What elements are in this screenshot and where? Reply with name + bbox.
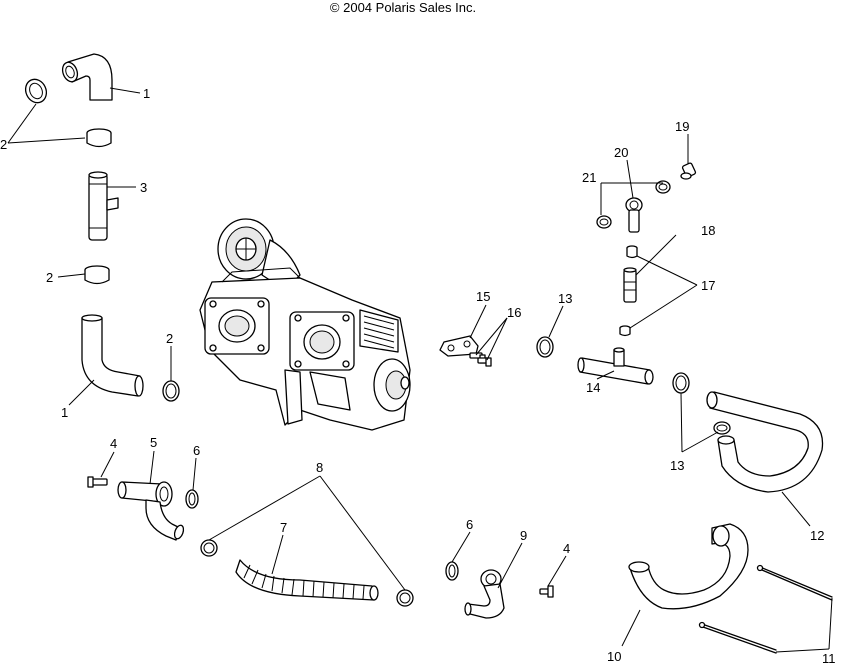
part-21-ring-right: [655, 180, 671, 194]
part-6-o-ring-left: [185, 489, 199, 509]
part-10-hose: [628, 523, 749, 610]
part-12-hose: [706, 391, 824, 493]
part-8-clamp-left: [200, 539, 218, 557]
part-15-bracket: [439, 335, 479, 357]
callout-17: 17: [701, 278, 715, 293]
part-17-cap-upper: [626, 245, 638, 259]
part-16-screws: [469, 352, 492, 367]
leader-lines: [7, 87, 833, 653]
callout-6-left: 6: [193, 443, 200, 458]
callout-7: 7: [280, 520, 287, 535]
callout-4-right: 4: [563, 541, 570, 556]
part-2-ring-middle: [86, 128, 112, 148]
callout-6-bottom: 6: [466, 517, 473, 532]
engine-block: [199, 218, 411, 431]
part-6-o-ring-bottom: [445, 561, 459, 581]
callout-labels: 1 2 3 2 2 1 4 5 6 8 7 6 9 4 15 16 13 14 …: [0, 86, 836, 666]
callout-19: 19: [675, 119, 689, 134]
callout-18: 18: [701, 223, 715, 238]
callout-2-middle: 2: [46, 270, 53, 285]
part-1-elbow-lower: [81, 314, 144, 397]
part-18-hose-fitting: [623, 267, 637, 303]
callout-11: 11: [822, 651, 836, 666]
part-13-clamp-right: [672, 372, 690, 394]
callout-3: 3: [140, 180, 147, 195]
callout-4-left: 4: [110, 436, 117, 451]
callout-21: 21: [582, 170, 596, 185]
part-7-corrugated-hose: [235, 559, 379, 601]
callout-2-top: 2: [0, 137, 7, 152]
part-4-bolt-right: [539, 585, 554, 598]
part-11-rods: [698, 564, 833, 654]
part-13-clamp-center: [536, 336, 554, 358]
callout-1-lower: 1: [61, 405, 68, 420]
part-8-clamp-right: [396, 589, 414, 607]
part-9-elbow-fitting: [464, 569, 505, 619]
part-17-cap-lower: [619, 325, 631, 337]
part-21-ring-left: [596, 215, 612, 229]
part-19-fitting: [680, 162, 697, 180]
callout-2-lower: 2: [166, 331, 173, 346]
callout-14: 14: [586, 380, 600, 395]
part-2-ring-lower: [84, 265, 110, 285]
part-14-tee-pipe: [577, 347, 654, 385]
part-5-elbow-fitting: [117, 481, 185, 541]
copyright-text: © 2004 Polaris Sales Inc.: [330, 0, 476, 15]
callout-15: 15: [476, 289, 490, 304]
callout-5: 5: [150, 435, 157, 450]
callout-8: 8: [316, 460, 323, 475]
part-13-clamp-lower: [713, 421, 731, 435]
callout-9: 9: [520, 528, 527, 543]
callout-20: 20: [614, 145, 628, 160]
part-3-tee-fitting: [88, 171, 119, 241]
callout-13-center: 13: [558, 291, 572, 306]
callout-13-right: 13: [670, 458, 684, 473]
part-2-ring-top: [24, 78, 48, 104]
part-2-ring-small: [162, 380, 180, 402]
part-1-elbow-top: [61, 53, 113, 101]
callout-12: 12: [810, 528, 824, 543]
callout-10: 10: [607, 649, 621, 664]
part-20-banjo-fitting: [625, 197, 643, 233]
callout-1-top: 1: [143, 86, 150, 101]
callout-16: 16: [507, 305, 521, 320]
part-4-bolt-left: [87, 476, 108, 488]
